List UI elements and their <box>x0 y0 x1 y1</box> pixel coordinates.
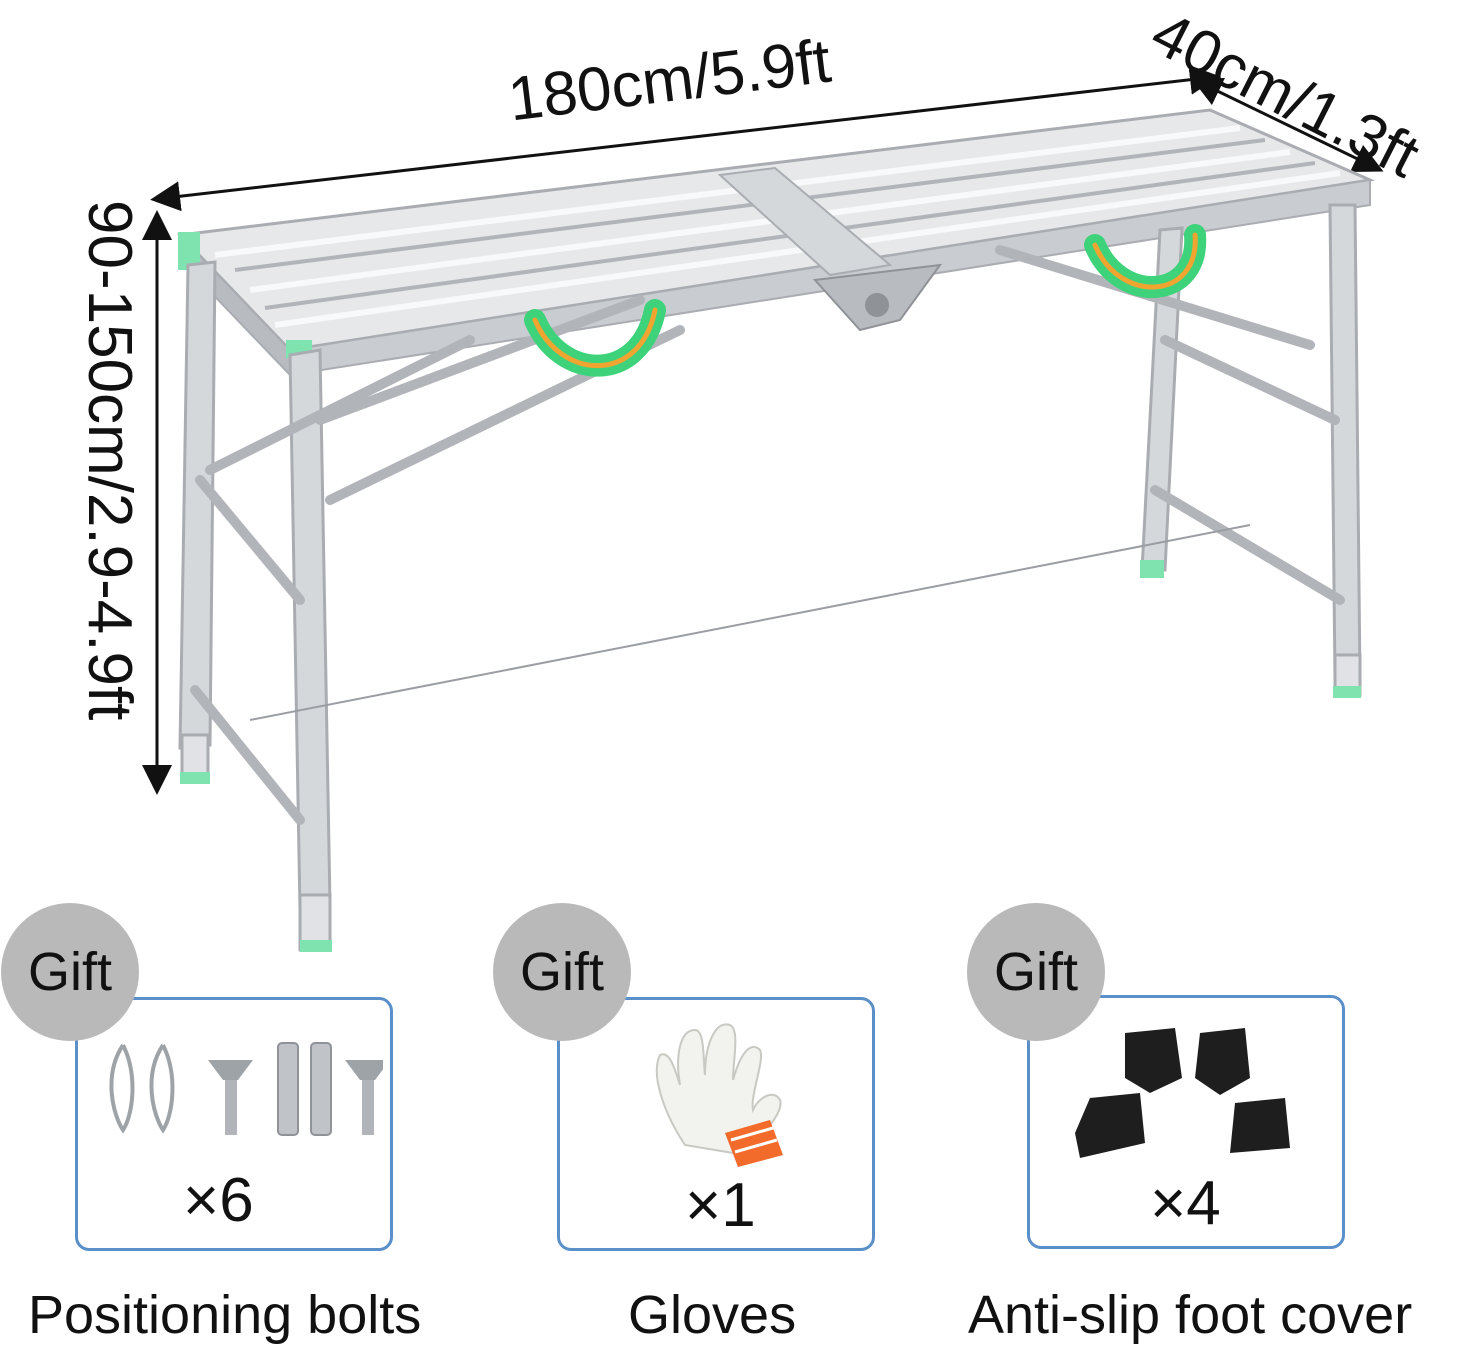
gift-box-gloves: ×1 <box>557 997 875 1251</box>
length-arrow <box>150 64 1220 212</box>
width-arrow <box>1191 78 1384 172</box>
gloves-quantity: ×1 <box>685 1171 756 1240</box>
gift-badge-bolts: Gift <box>1 903 139 1041</box>
carry-straps <box>524 224 1207 377</box>
foot-covers-quantity: ×4 <box>1150 1169 1221 1238</box>
gloves-caption: Gloves <box>628 1285 797 1345</box>
platform-legs <box>178 203 1362 952</box>
foot-covers-icon <box>1075 1028 1290 1158</box>
gift-box-bolts: ×6 <box>75 997 393 1251</box>
height-label: 90-150cm/2.9-4.9ft <box>75 200 144 721</box>
gift-box-foot-covers: ×4 <box>1027 995 1345 1249</box>
bolts-caption: Positioning bolts <box>28 1285 422 1345</box>
foot-covers-caption: Anti-slip foot cover <box>968 1285 1413 1345</box>
platform-deck <box>176 108 1376 378</box>
bolts-icon <box>109 1042 383 1136</box>
bolts-quantity: ×6 <box>183 1166 254 1235</box>
gloves-icon <box>655 1023 783 1167</box>
gift-badge-gloves: Gift <box>493 903 631 1041</box>
gift-badge-foot-covers: Gift <box>967 903 1105 1041</box>
